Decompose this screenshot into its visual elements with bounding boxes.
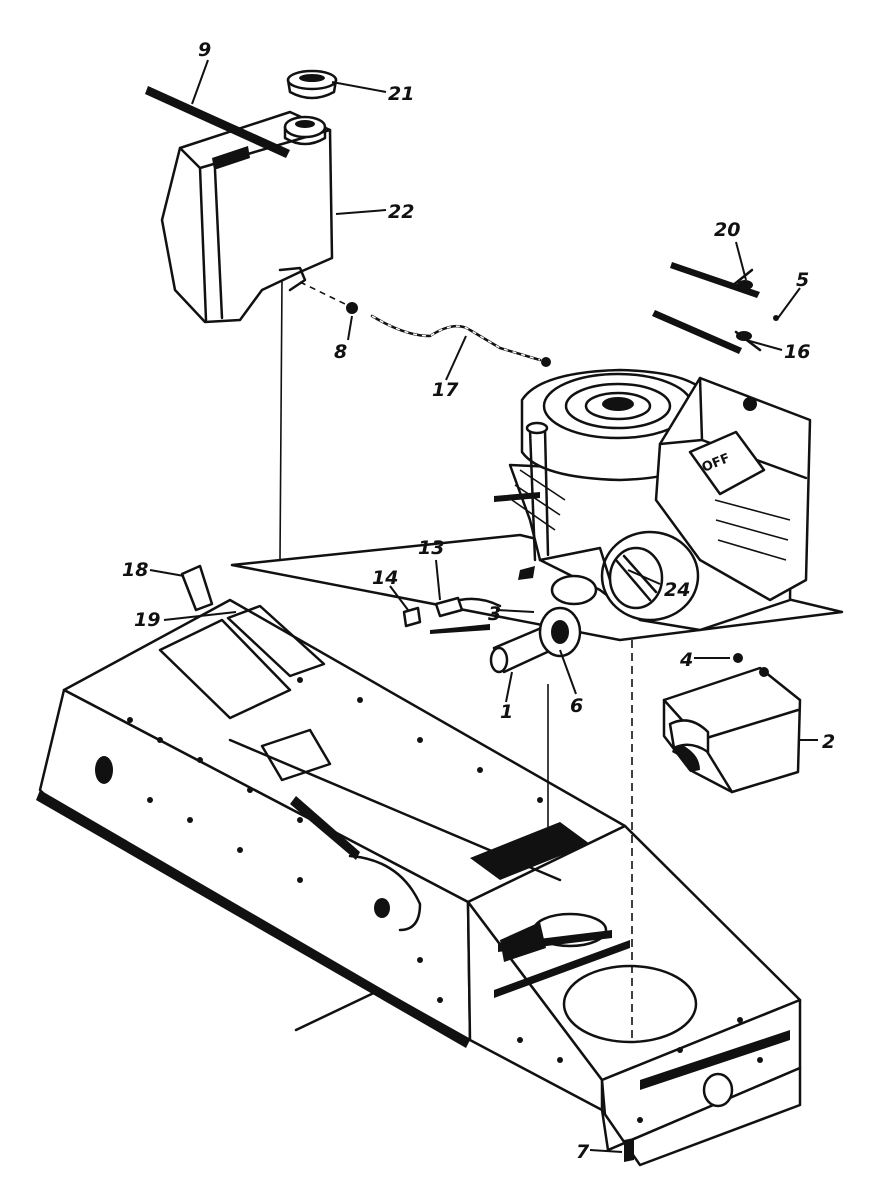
callout-19: 19 — [134, 609, 160, 631]
hose-clamp — [346, 302, 358, 314]
tank-strap — [145, 86, 290, 158]
seat-bracket — [180, 564, 214, 612]
tractor-frame — [36, 598, 802, 1167]
callout-24: 24 — [664, 579, 690, 601]
callout-labels: 9 21 22 20 5 16 8 17 13 14 3 24 18 19 1 … — [122, 39, 835, 1163]
spark-plug-boot — [434, 596, 502, 618]
callout-7: 7 — [576, 1141, 590, 1163]
callout-1: 1 — [500, 701, 513, 723]
callout-20: 20 — [714, 219, 740, 241]
throttle-cable — [670, 262, 760, 298]
fuel-tank — [160, 110, 334, 324]
callout-14: 14 — [372, 567, 398, 589]
callout-16: 16 — [784, 341, 810, 363]
muffler — [662, 653, 802, 794]
engine: OFF — [230, 368, 844, 674]
callout-4: 4 — [679, 649, 693, 671]
callout-5: 5 — [796, 269, 809, 291]
callout-6: 6 — [570, 695, 583, 717]
callout-17: 17 — [432, 379, 459, 401]
callout-2: 2 — [822, 731, 835, 753]
callout-21: 21 — [388, 83, 414, 105]
plug-clip — [402, 606, 490, 634]
callout-8: 8 — [334, 341, 347, 363]
drain-plug — [624, 1138, 634, 1162]
callout-leaders — [149, 59, 818, 1153]
callout-22: 22 — [388, 201, 414, 223]
callout-9: 9 — [198, 39, 211, 61]
callout-18: 18 — [122, 559, 148, 581]
callout-3: 3 — [488, 603, 501, 625]
choke-cable — [652, 310, 779, 354]
callout-13: 13 — [418, 537, 444, 559]
fuel-cap — [286, 69, 338, 100]
fuel-line — [370, 314, 551, 367]
